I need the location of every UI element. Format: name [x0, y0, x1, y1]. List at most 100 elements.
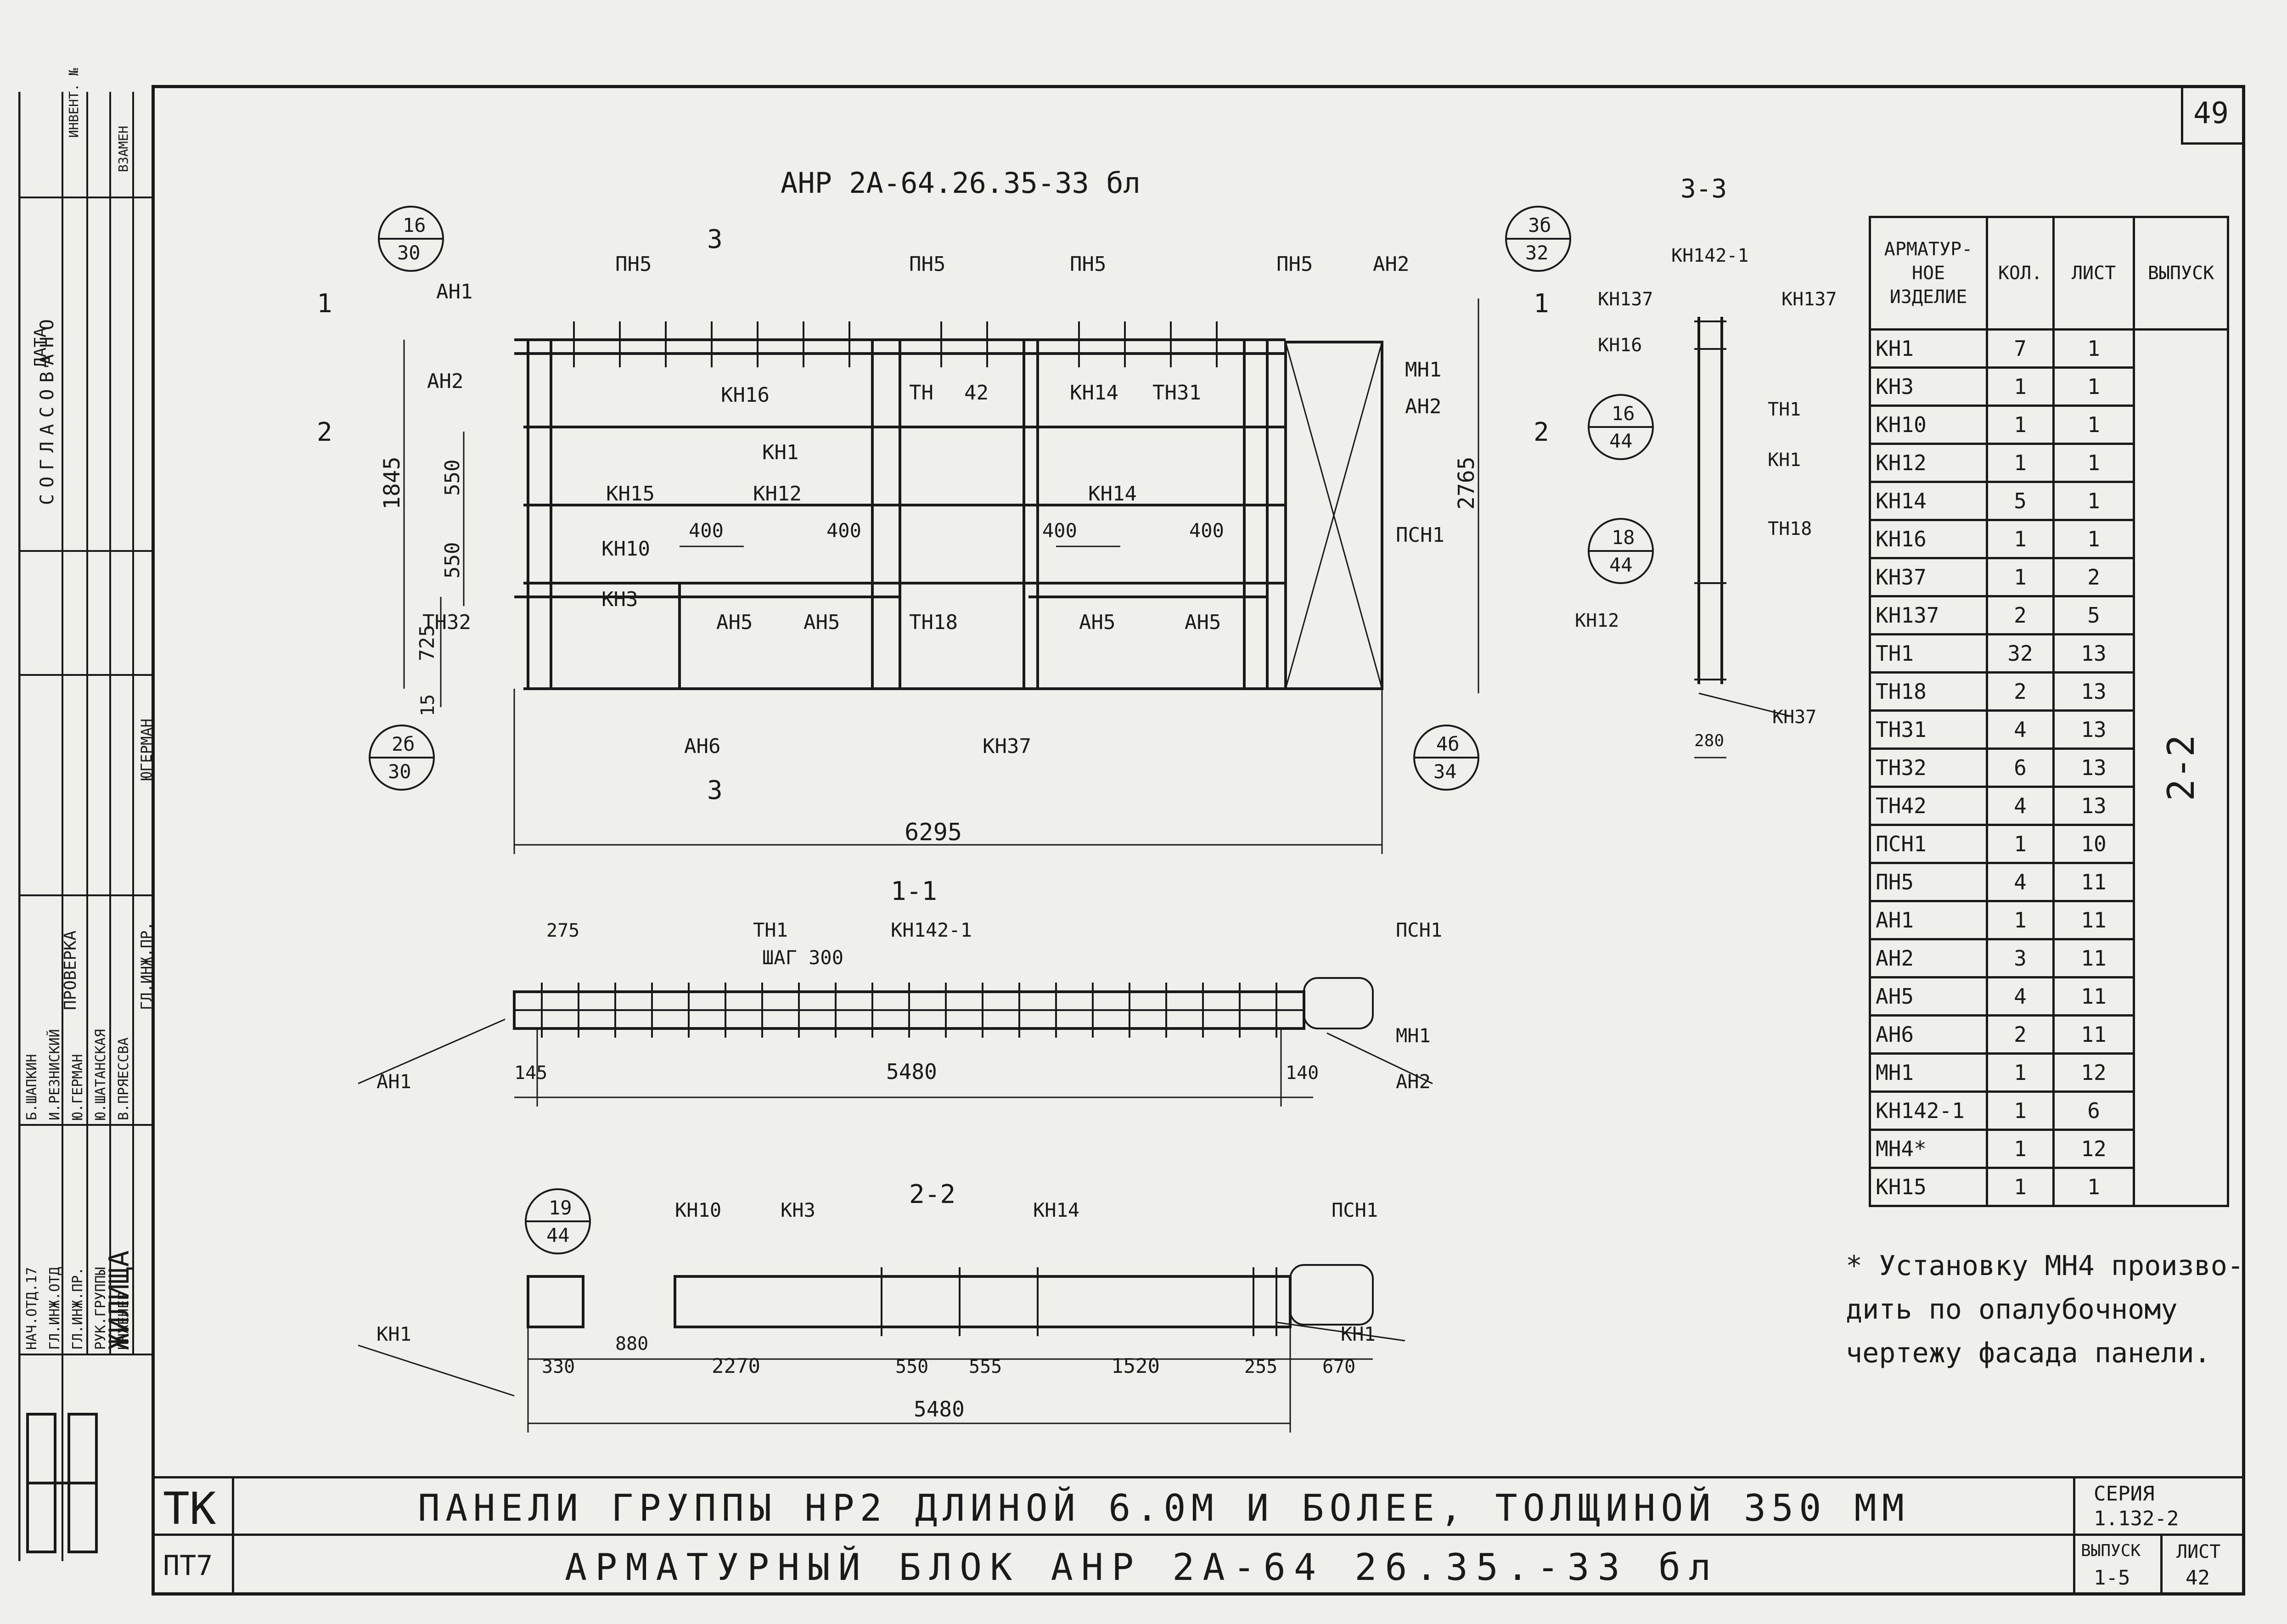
dim-550-2: 550 — [441, 542, 464, 579]
spec-cell-sheet: 12 — [2052, 1129, 2135, 1169]
tb-sheet-value: 42 — [2186, 1566, 2210, 1590]
section-1-1-title: 1-1 — [891, 877, 937, 906]
label-pn5-3: ПН5 — [1070, 253, 1106, 276]
spec-cell-sheet: 1 — [2052, 1167, 2135, 1207]
v33-tn1: ТН1 — [1768, 399, 1801, 420]
v11-dim-145: 145 — [514, 1062, 547, 1084]
v11-an2: АН2 — [1396, 1070, 1431, 1093]
callout-34: 34 — [1433, 760, 1457, 783]
spec-header-sheet: ЛИСТ — [2052, 216, 2135, 331]
label-an5-4: АН5 — [1185, 611, 1221, 634]
spec-issue-value: 2-2 — [2159, 734, 2203, 801]
v11-mn1: МН1 — [1396, 1024, 1431, 1047]
spec-cell-issue: 2-2 — [2133, 328, 2229, 1207]
label-an1: АН1 — [436, 280, 472, 303]
v22-dim-330: 330 — [542, 1356, 575, 1377]
v33-kn137-left: КН137 — [1598, 289, 1653, 310]
spec-cell-sheet: 12 — [2052, 1052, 2135, 1093]
spec-header-qty: КОЛ. — [1986, 216, 2055, 331]
label-an6: АН6 — [684, 735, 720, 758]
cut-mark-1-left: 1 — [317, 289, 332, 319]
spec-cell-qty: 4 — [1986, 862, 2055, 902]
label-42: 42 — [964, 381, 989, 405]
spec-cell-qty: 5 — [1986, 481, 2055, 521]
tb-code-sub-cell: ПТ7 — [152, 1534, 234, 1596]
v22-dim-670: 670 — [1322, 1356, 1355, 1377]
label-an5-1: АН5 — [716, 611, 753, 634]
spec-table: АРМАТУР-НОЕ ИЗДЕЛИЕ КОЛ. ЛИСТ ВЫПУСК КН1… — [1869, 216, 2229, 1207]
spec-cell-name: КН10 — [1869, 405, 1988, 445]
spec-cell-name: ТН42 — [1869, 786, 1988, 826]
main-view-cage — [514, 321, 1383, 690]
tb-code-cell: ТК — [152, 1476, 234, 1536]
spec-cell-name: ПСН1 — [1869, 824, 1988, 864]
v33-callout-18: 18 — [1612, 526, 1635, 549]
label-kn14-mid: КН14 — [1088, 482, 1137, 506]
v33-kn12: КН12 — [1575, 610, 1619, 631]
footnote-line-2: дить по опалубочному — [1846, 1293, 2178, 1326]
main-view-dimensions — [403, 298, 1479, 854]
v33-kn137-right: КН137 — [1781, 289, 1837, 310]
spec-cell-sheet: 11 — [2052, 938, 2135, 978]
spec-cell-sheet: 11 — [2052, 862, 2135, 902]
v22-dim-880: 880 — [615, 1333, 648, 1354]
spec-cell-name: КН12 — [1869, 443, 1988, 483]
label-kn3: КН3 — [601, 588, 638, 611]
v33-callout-44b: 44 — [1609, 554, 1633, 576]
v33-kn37: КН37 — [1772, 707, 1816, 728]
stamp-org: ЖИЛИЩА — [103, 1250, 135, 1350]
spec-cell-sheet: 11 — [2052, 900, 2135, 940]
dim-15: 15 — [417, 694, 438, 716]
spec-cell-name: АН1 — [1869, 900, 1988, 940]
label-an2-right: АН2 — [1405, 395, 1441, 418]
label-kn37: КН37 — [983, 735, 1031, 758]
spec-cell-name: ТН1 — [1869, 633, 1988, 674]
callout-2b: 2б — [392, 733, 415, 755]
spec-cell-sheet: 5 — [2052, 595, 2135, 635]
callout-30a: 30 — [397, 242, 421, 264]
tb-title-line-1: ПАНЕЛИ ГРУППЫ НР2 ДЛИНОЙ 6.0М И БОЛЕЕ, Т… — [418, 1487, 1910, 1529]
label-tn31: ТН31 — [1152, 381, 1201, 405]
label-psn1-main: ПСН1 — [1396, 523, 1444, 547]
dim-2765: 2765 — [1454, 456, 1479, 510]
stamp-lines: ДАТА ПРОВЕРКА ЖИЛИЩА — [18, 92, 152, 1561]
spec-cell-qty: 4 — [1986, 709, 2055, 750]
spec-cell-name: КН16 — [1869, 519, 1988, 559]
label-mn1: МН1 — [1405, 358, 1441, 382]
v11-tn1: ТН1 — [753, 919, 788, 941]
spec-cell-name: КН15 — [1869, 1167, 1988, 1207]
spec-cell-qty: 1 — [1986, 519, 2055, 559]
cut-mark-3-bottom: 3 — [707, 775, 723, 805]
v11-dim-140: 140 — [1286, 1062, 1319, 1084]
v11-an1: АН1 — [376, 1070, 411, 1093]
cut-mark-1-right: 1 — [1534, 289, 1549, 319]
spec-cell-sheet: 13 — [2052, 747, 2135, 788]
v22-kn1-left: КН1 — [376, 1323, 411, 1345]
dim-1845: 1845 — [379, 456, 405, 510]
label-kn15: КН15 — [606, 482, 655, 506]
spec-cell-qty: 1 — [1986, 557, 2055, 597]
tb-issue-cell: ВЫПУСК 1-5 — [2073, 1534, 2163, 1596]
dim-725: 725 — [416, 625, 439, 661]
label-pn5-1: ПН5 — [615, 253, 652, 276]
tb-issue-label: ВЫПУСК — [2081, 1541, 2141, 1560]
v22-callout-19: 19 — [549, 1197, 572, 1219]
spec-cell-qty: 1 — [1986, 366, 2055, 407]
tb-series-label: СЕРИЯ — [2094, 1482, 2155, 1506]
spec-cell-qty: 1 — [1986, 1052, 2055, 1093]
v33-callout-16: 16 — [1612, 402, 1635, 425]
v22-callout-44: 44 — [546, 1224, 570, 1247]
cut-mark-3-top: 3 — [707, 225, 723, 254]
spec-cell-sheet: 2 — [2052, 557, 2135, 597]
spec-cell-sheet: 13 — [2052, 633, 2135, 674]
